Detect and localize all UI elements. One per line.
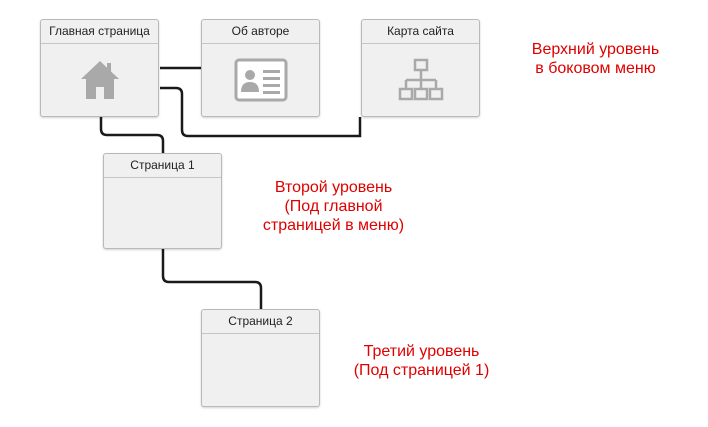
page-title-page1: Страница 1 [104,154,221,178]
level1-line-2: в боковом меню [535,60,656,77]
connector-page1-page2 [161,249,263,309]
level3-line-2: (Под страницей 1) [353,362,490,379]
level1-label: Верхний уровень в боковом меню [508,40,683,78]
page-title-page2: Страница 2 [202,310,319,334]
home-icon [80,61,119,99]
page-title-home: Главная страница [41,20,158,44]
page-box-sitemap[interactable]: Карта сайта [361,19,480,117]
page-box-about[interactable]: Об авторе [201,19,320,117]
page-box-home[interactable]: Главная страница [40,19,159,117]
level2-line-2: (Под главной [284,198,383,215]
level2-line-3: страницей в меню) [262,217,405,234]
id-card-icon [234,58,287,102]
level3-label: Третий уровень (Под страницей 1) [334,342,509,380]
level2-line-1: Второй уровень [274,179,393,196]
level2-label: Второй уровень (Под главной страницей в … [246,178,421,235]
page-title-about: Об авторе [202,20,319,44]
page-box-page2[interactable]: Страница 2 [201,309,320,407]
connector-home-sitemap [160,86,362,138]
sitemap-icon [398,58,443,101]
page-title-sitemap: Карта сайта [362,20,479,44]
level3-line-1: Третий уровень [363,343,480,360]
page-box-page1[interactable]: Страница 1 [103,153,222,249]
connector-home-page1 [99,117,165,153]
level1-line-1: Верхний уровень [531,41,660,58]
